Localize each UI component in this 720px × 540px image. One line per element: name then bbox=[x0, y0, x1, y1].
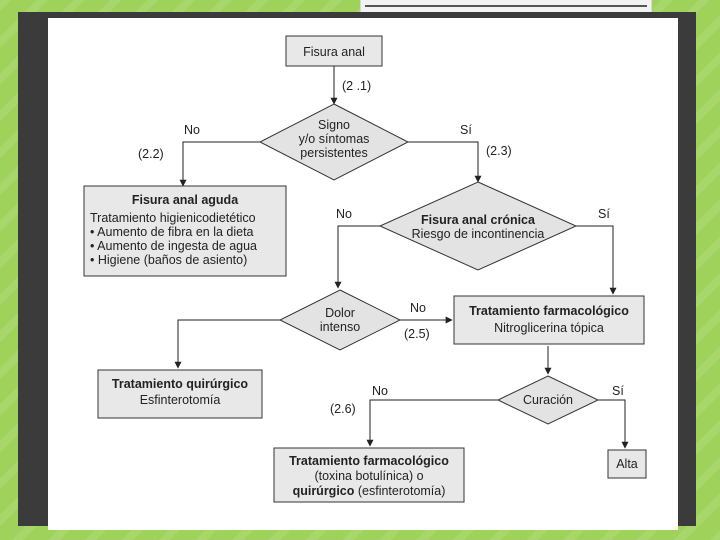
node-pharma2: Tratamiento farmacológico (toxina botulí… bbox=[273, 447, 465, 503]
node-persistent-line1: Signo bbox=[318, 118, 350, 132]
node-acute-line2: • Aumento de fibra en la dieta bbox=[90, 225, 254, 239]
node-cure: Curación bbox=[496, 375, 600, 425]
edge-label-no-persistent: No bbox=[184, 123, 200, 137]
edge-cure-discharge bbox=[598, 399, 629, 449]
edge-chronic-pain bbox=[334, 225, 380, 289]
node-persistent-line3: persistentes bbox=[300, 146, 367, 160]
edge-labels: (2 .1) No (2.2) Sí (2.3) No Sí No (2.5) … bbox=[138, 79, 624, 416]
node-pharma2-line2: (toxina botulínica) o bbox=[314, 469, 423, 483]
node-pharma-subtitle: Nitroglicerina tópica bbox=[494, 321, 604, 335]
node-acute-title: Fisura anal aguda bbox=[132, 193, 239, 207]
edge-chronic-pharma bbox=[576, 225, 617, 295]
node-pharma: Tratamiento farmacológico Nitroglicerina… bbox=[453, 295, 645, 345]
node-pain-line2: intenso bbox=[320, 320, 360, 334]
node-pharma-title: Tratamiento farmacológico bbox=[469, 304, 629, 318]
edge-label-no-pain: No bbox=[410, 301, 426, 315]
node-pain-line1: Dolor bbox=[325, 306, 355, 320]
edge-label-2-3: (2.3) bbox=[486, 144, 512, 158]
node-acute-line4: • Higiene (baños de asiento) bbox=[90, 253, 247, 267]
node-start-label: Fisura anal bbox=[303, 45, 365, 59]
edge-label-si-persistent: Sí bbox=[460, 123, 472, 137]
edge-label-no-chronic: No bbox=[336, 207, 352, 221]
edge-label-si-chronic: Sí bbox=[598, 207, 610, 221]
node-discharge: Alta bbox=[607, 449, 647, 479]
node-acute-line1: Tratamiento higienicodietético bbox=[90, 211, 256, 225]
edge-label-si-cure: Sí bbox=[612, 384, 624, 398]
node-pharma2-line1: Tratamiento farmacológico bbox=[289, 454, 449, 468]
edge-label-2-2: (2.2) bbox=[138, 147, 164, 161]
node-surgery: Tratamiento quirúrgico Esfinterotomía bbox=[97, 369, 263, 419]
node-surgery-title: Tratamiento quirúrgico bbox=[112, 377, 248, 391]
node-discharge-label: Alta bbox=[616, 457, 638, 471]
node-acute-line3: • Aumento de ingesta de agua bbox=[90, 239, 257, 253]
node-persistent: Signo y/o síntomas persistentes bbox=[258, 103, 410, 181]
node-pharma2-line3-rest: (esfinterotomía) bbox=[354, 484, 445, 498]
edge-pain-surgery bbox=[174, 319, 280, 369]
edge-label-no-cure: No bbox=[372, 384, 388, 398]
edge-label-2-6: (2.6) bbox=[330, 402, 356, 416]
node-chronic-title: Fisura anal crónica bbox=[421, 213, 536, 227]
node-surgery-subtitle: Esfinterotomía bbox=[140, 393, 221, 407]
node-cure-label: Curación bbox=[523, 393, 573, 407]
node-chronic: Fisura anal crónica Riesgo de incontinen… bbox=[378, 181, 578, 271]
node-chronic-subtitle: Riesgo de incontinencia bbox=[412, 227, 545, 241]
edge-persistent-acute bbox=[179, 141, 260, 187]
edge-label-2-1: (2 .1) bbox=[342, 79, 371, 93]
edge-persistent-chronic bbox=[408, 141, 482, 183]
edge-cure-pharma2 bbox=[366, 399, 498, 447]
edge-label-2-5: (2.5) bbox=[404, 327, 430, 341]
diagram-canvas: (2 .1) No (2.2) Sí (2.3) No Sí No (2.5) … bbox=[48, 18, 678, 530]
flowchart: (2 .1) No (2.2) Sí (2.3) No Sí No (2.5) … bbox=[83, 35, 647, 503]
node-acute: Fisura anal aguda Tratamiento higienicod… bbox=[83, 185, 287, 277]
node-pain: Dolor intenso bbox=[278, 289, 402, 351]
node-pharma2-line3-bold: quirúrgico bbox=[293, 484, 355, 498]
node-persistent-line2: y/o síntomas bbox=[299, 132, 370, 146]
node-start: Fisura anal bbox=[285, 35, 383, 67]
node-pharma2-line3: quirúrgico (esfinterotomía) bbox=[293, 484, 446, 498]
edges bbox=[174, 66, 629, 449]
